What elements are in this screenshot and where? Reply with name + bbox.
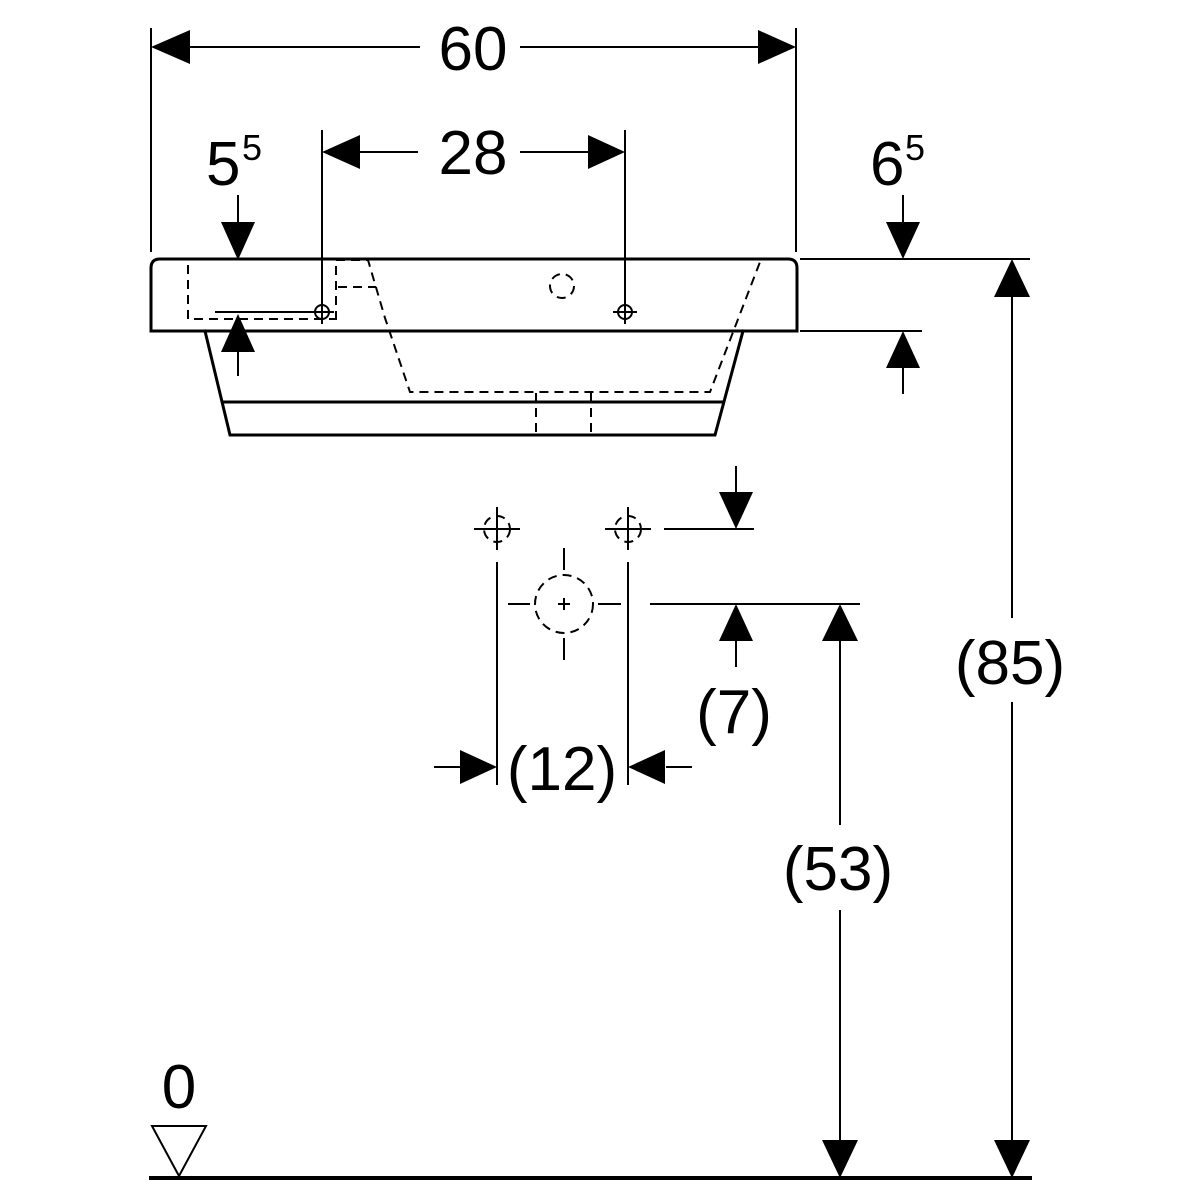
overall-width-label: 60 bbox=[439, 15, 508, 84]
supply-connections bbox=[474, 507, 651, 660]
supply-point-left bbox=[474, 507, 520, 550]
supply-vertical-offset-label: (7) bbox=[696, 678, 772, 747]
floor-level-label: 0 bbox=[162, 1053, 196, 1122]
tap-hole-right bbox=[613, 300, 637, 324]
drain-height-label: (53) bbox=[783, 835, 893, 904]
supply-spacing-label: (12) bbox=[507, 735, 617, 804]
drain-connection bbox=[508, 548, 621, 660]
overflow-hole bbox=[549, 273, 575, 299]
tap-hole-spacing-label: 28 bbox=[439, 119, 508, 188]
right-offset-superscript: 5 bbox=[905, 127, 925, 168]
supply-point-right bbox=[605, 507, 651, 550]
left-offset-label: 5 bbox=[206, 130, 240, 199]
supply-spacing-dimension: (12) bbox=[434, 562, 692, 804]
total-height-label: (85) bbox=[955, 629, 1065, 698]
right-offset-label: 6 bbox=[870, 130, 904, 199]
drain-height-dimension: (53) bbox=[783, 604, 893, 1178]
floor-level: 0 bbox=[149, 1053, 1032, 1180]
total-height-dimension: (85) bbox=[955, 259, 1065, 1178]
right-offset-dimension: 6 5 bbox=[800, 127, 1030, 394]
overall-width-dimension: 60 bbox=[150, 15, 797, 252]
tap-hole-spacing-dimension: 28 bbox=[321, 119, 626, 320]
supply-vertical-offset-dimension: (7) bbox=[650, 466, 860, 747]
tap-hole-left bbox=[310, 300, 334, 324]
washbasin-body bbox=[149, 257, 799, 437]
level-marker-icon bbox=[150, 1125, 208, 1179]
left-offset-superscript: 5 bbox=[242, 127, 262, 168]
left-offset-dimension: 5 5 bbox=[206, 127, 320, 376]
